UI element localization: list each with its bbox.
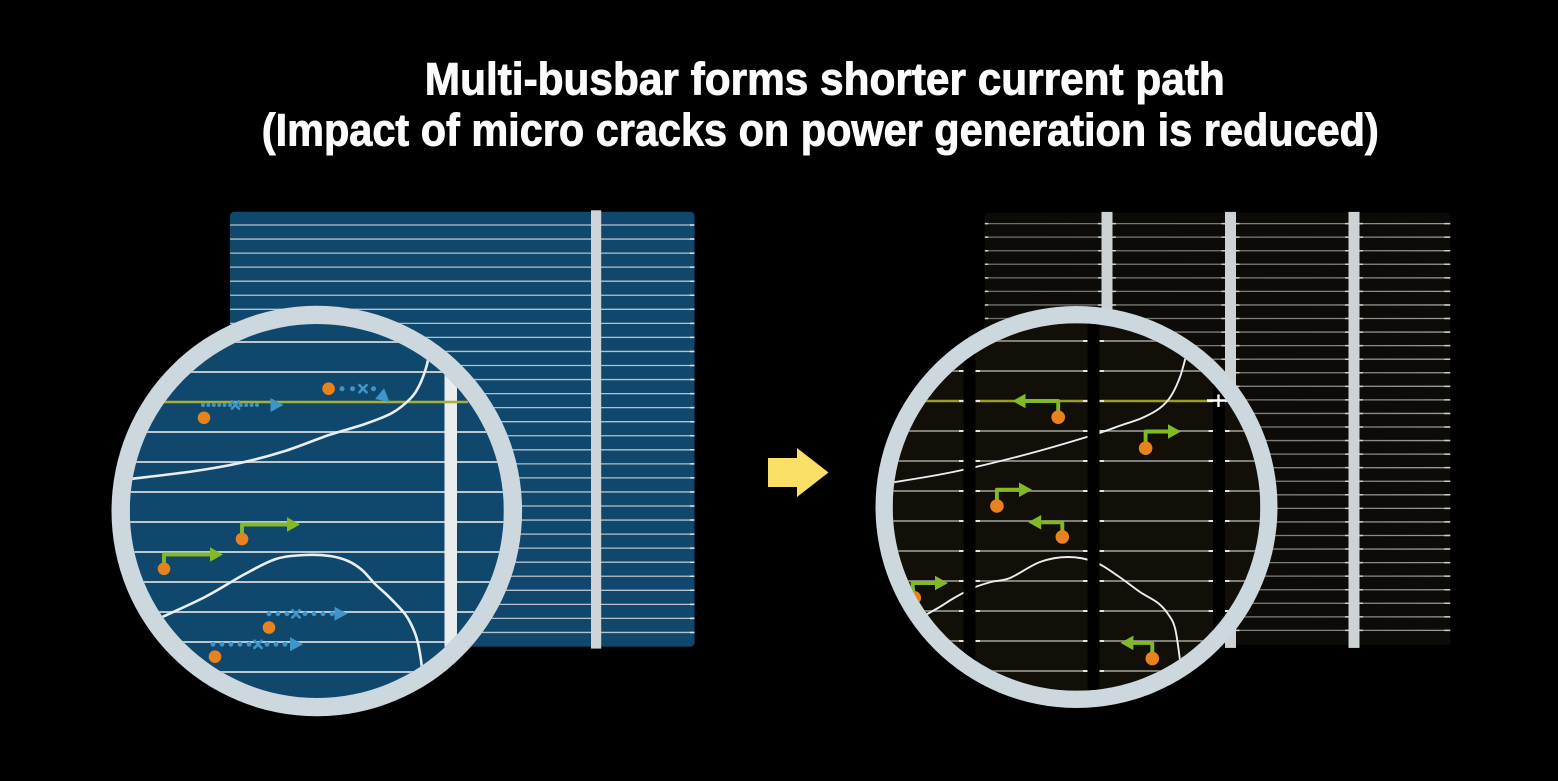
svg-text:(Impact of micro cracks on pow: (Impact of micro cracks on power generat… xyxy=(262,104,1379,155)
svg-text:Multi-busbar forms shorter cur: Multi-busbar forms shorter current path xyxy=(425,54,1225,105)
